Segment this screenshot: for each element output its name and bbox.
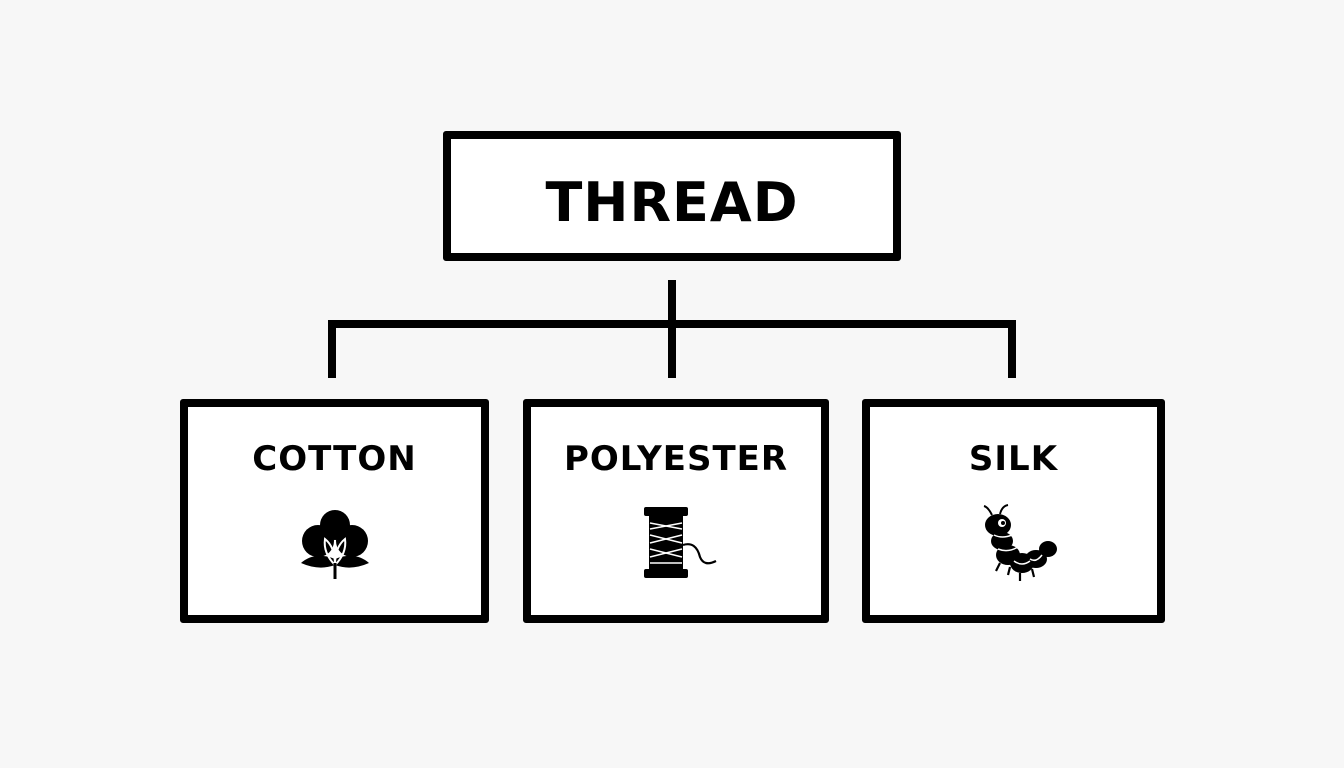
thread-spool-icon bbox=[638, 501, 730, 585]
child-node-polyester: POLYESTER bbox=[523, 399, 829, 623]
root-node: THREAD bbox=[443, 131, 901, 261]
child-node-cotton: COTTON bbox=[180, 399, 489, 623]
child-label-silk: SILK bbox=[968, 439, 1059, 479]
child-node-silk: SILK bbox=[862, 399, 1165, 623]
silkworm-icon bbox=[970, 501, 1062, 593]
child-label-cotton: COTTON bbox=[252, 439, 417, 479]
cotton-flower-icon bbox=[295, 501, 375, 585]
root-label: THREAD bbox=[545, 171, 799, 234]
child-label-polyester: POLYESTER bbox=[563, 439, 789, 479]
